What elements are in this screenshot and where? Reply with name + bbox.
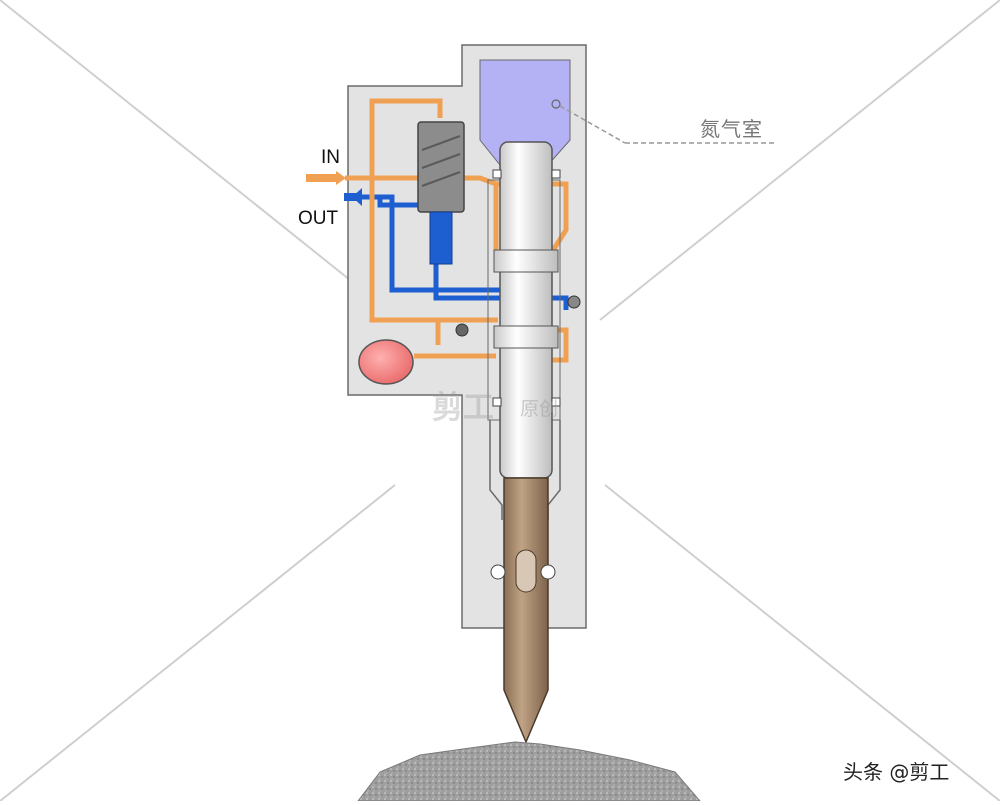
check-ball (455, 323, 469, 337)
tool-retaining-slot (515, 549, 537, 593)
retaining-pin (540, 564, 556, 580)
pressure-oil-lines (345, 98, 569, 363)
in-label: IN (321, 147, 340, 168)
source-credit: 头条 @剪工 (843, 760, 950, 784)
nitrogen-pointer-dot (551, 99, 561, 109)
chisel-tool (503, 477, 549, 744)
watermark-main: 剪工 (432, 390, 494, 426)
accumulator (358, 339, 414, 385)
retaining-pin (490, 564, 506, 580)
control-valve-slots (421, 135, 461, 187)
in-arrowhead (336, 171, 346, 185)
nitrogen-chamber-label: 氮气室 (700, 117, 763, 141)
piston-ring-upper (493, 249, 559, 273)
watermark-sub: 原创 (520, 398, 559, 420)
in-arrow-body (306, 174, 338, 182)
piston-ring-lower (493, 325, 559, 349)
seal-markers (492, 169, 561, 407)
control-valve-spool (429, 211, 453, 265)
nitrogen-leader-line (559, 105, 626, 144)
check-ball (567, 295, 581, 309)
piston (499, 141, 553, 479)
out-arrow-body (344, 193, 360, 201)
out-label: OUT (298, 208, 339, 229)
rock (356, 741, 702, 802)
